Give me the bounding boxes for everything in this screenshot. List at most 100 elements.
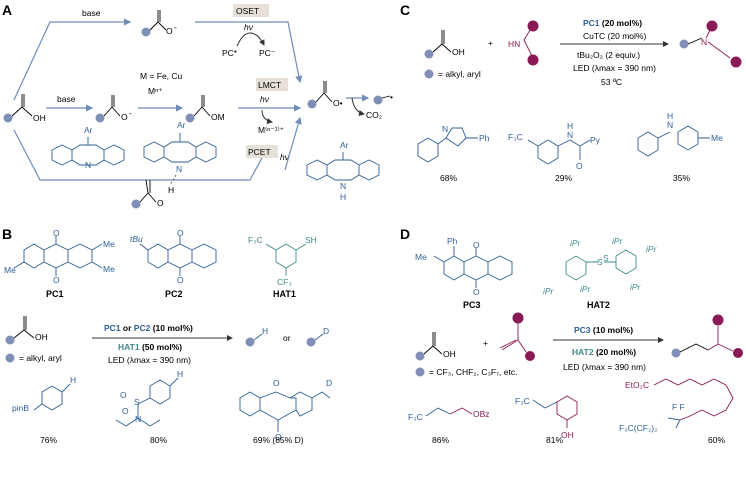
- example-boronate: H pinB 76%: [12, 375, 76, 445]
- example-obz: F₃C OBz 86%: [408, 407, 490, 445]
- ex-h2: H: [177, 369, 183, 379]
- acridine-catalyst: Ar N: [51, 125, 125, 170]
- hat1-cf3b: CF₃: [277, 277, 292, 287]
- ff-label: F F: [672, 402, 685, 412]
- cond-c-pc1: PC1 (20 mol%): [583, 18, 642, 28]
- svg-text:N: N: [667, 120, 673, 130]
- svg-text:O: O: [177, 228, 184, 238]
- yield-c2: 29%: [555, 173, 572, 183]
- yield-d1: 86%: [432, 435, 449, 445]
- cond-d-hat: HAT2 (20 mol%): [572, 347, 636, 357]
- yield-c1: 68%: [440, 173, 457, 183]
- example-pyrazole: Ph N 68%: [417, 124, 490, 183]
- cond-d-pc3: PC3 (10 mol%): [574, 325, 633, 335]
- svg-text:H: H: [567, 121, 573, 131]
- hat1-cf3a: F₃C: [248, 235, 263, 245]
- carboxyl-radical: O•: [307, 81, 343, 109]
- svg-text:O: O: [273, 378, 280, 388]
- lmct-box: [256, 78, 288, 91]
- alkyl-radical: •: [373, 92, 393, 105]
- amine-reactant: HN: [508, 20, 539, 66]
- plus-c: +: [488, 38, 493, 48]
- arrow-oset: [195, 21, 303, 84]
- carboxylate-top: O-: [141, 10, 177, 37]
- panel-a: A OH base O- OSET hν PC* PC⁻ base O-: [2, 2, 393, 209]
- example-phenol: F₃C OH 81%: [515, 395, 578, 445]
- ar-label-2: Ar: [177, 120, 186, 130]
- svg-text:O: O: [120, 390, 127, 400]
- example-deuterated: O O D 69% (85% D): [239, 378, 332, 445]
- ipr-4: iPr: [543, 286, 555, 296]
- product-h: H: [245, 326, 268, 347]
- prod-d-label: D: [323, 326, 329, 336]
- me-pc1-c: Me: [103, 264, 115, 274]
- arrow-pcet: [284, 116, 302, 171]
- ipr-2: iPr: [612, 236, 624, 246]
- ipr-3: iPr: [646, 244, 658, 254]
- plus-d: +: [483, 338, 488, 348]
- alkene-reactant: [499, 312, 535, 361]
- oh-label-d: OH: [443, 349, 456, 359]
- svg-text:N: N: [442, 124, 448, 134]
- svg-text:S: S: [134, 397, 140, 407]
- ipr-1: iPr: [570, 238, 582, 248]
- svg-text:O: O: [53, 275, 60, 285]
- hv-label-3: hν: [280, 152, 290, 162]
- obz-label: OBz: [473, 409, 490, 419]
- ipr-5: iPr: [580, 284, 592, 294]
- carboxylate-mid: O-: [95, 95, 132, 123]
- yield-d2: 81%: [546, 435, 563, 445]
- panel-d-label: D: [400, 226, 410, 242]
- metal-def-label: M = Fe, Cu: [140, 71, 183, 81]
- ex-h1: H: [70, 375, 76, 385]
- oh-d2: OH: [561, 430, 574, 440]
- svg-text:O•: O•: [333, 98, 343, 108]
- hat2-label: HAT2: [587, 300, 610, 310]
- panel-a-label: A: [2, 2, 12, 18]
- prod-h-label: H: [262, 326, 268, 336]
- ex-d: D: [326, 378, 332, 388]
- cond-b-hat: HAT1 (50 mol%): [118, 342, 182, 352]
- cond-b-pc: PC1 or PC2 (10 mol%): [104, 323, 193, 333]
- base-mid-label: base: [57, 94, 76, 104]
- pc1-structure: O O Me Me Me PC1: [4, 228, 115, 299]
- metal-carboxylate: OM: [185, 95, 225, 123]
- svg-text:O: O: [121, 112, 128, 122]
- svg-text:S: S: [597, 257, 603, 267]
- carboxylic-acid-b: OH: [5, 316, 48, 345]
- oh-label-c: OH: [452, 47, 465, 57]
- ar-label-3: Ar: [340, 140, 349, 150]
- r-group-dot: [3, 113, 13, 123]
- pc3-me: Me: [415, 252, 427, 262]
- oset-label: OSET: [236, 6, 259, 16]
- o-label: O: [157, 198, 164, 208]
- tbu-label: tBu: [130, 234, 143, 244]
- panel-b-label: B: [2, 226, 12, 242]
- r-group-dot-d: [415, 367, 425, 377]
- yield-c3: 35%: [673, 173, 690, 183]
- yield-b3: 69% (85% D): [253, 435, 304, 445]
- svg-text:S: S: [603, 253, 609, 263]
- svg-text:N: N: [85, 160, 91, 170]
- svg-text:O: O: [53, 228, 60, 238]
- r-group-dot-b: [5, 353, 15, 363]
- example-ester: EtO₂C F F F₃C(CF₂)₂ 60%: [619, 378, 734, 445]
- hat1-sh: SH: [305, 235, 317, 245]
- me-pc1-a: Me: [4, 265, 16, 275]
- m-reduction-arrow: [261, 109, 273, 124]
- pc-star-label: PC*: [222, 48, 238, 58]
- r-def-d: = CF₃, CHF₂, C₃F₇, etc.: [429, 367, 517, 377]
- svg-text:-: -: [129, 108, 132, 118]
- svg-text:N: N: [135, 414, 141, 424]
- svg-text:N: N: [340, 181, 346, 191]
- oh-label-b: OH: [35, 332, 48, 342]
- amine-product: N: [679, 20, 742, 68]
- svg-text:O: O: [576, 161, 583, 171]
- pcet-box: [246, 145, 278, 158]
- hn-label: HN: [508, 39, 520, 49]
- pcet-label: PCET: [248, 147, 271, 157]
- example-amide: F₃C N H O Py 29%: [508, 121, 601, 183]
- f3c-d2: F₃C: [515, 396, 530, 406]
- metal-ion-label: Mⁿ⁺: [148, 86, 163, 96]
- prod-or-label: or: [283, 333, 291, 343]
